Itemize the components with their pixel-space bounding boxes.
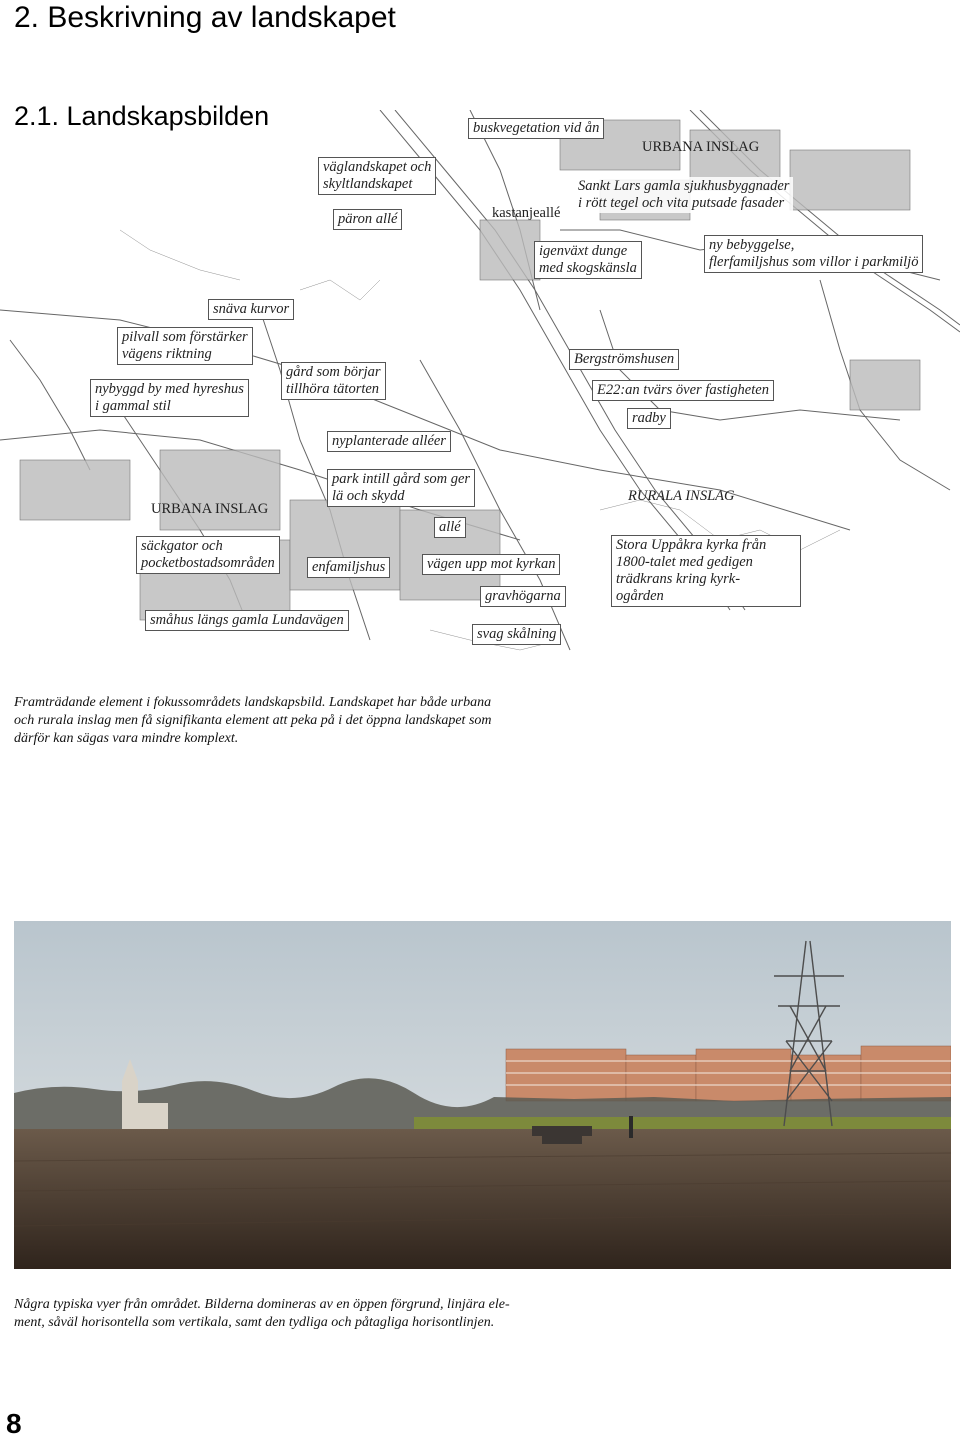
label-paron-alle: päron allé [333, 209, 403, 230]
page-number: 8 [6, 1408, 22, 1439]
label-alle: allé [434, 517, 466, 538]
farm-machinery [532, 1126, 592, 1144]
section-heading: 2. Beskrivning av landskapet [14, 1, 396, 34]
label-radby: radby [627, 408, 671, 429]
label-snava-kurvor: snäva kurvor [208, 299, 295, 320]
label-kastanjealle: kastanjeallé [492, 205, 561, 221]
label-enfamiljshus: enfamiljshus [307, 557, 391, 578]
person [629, 1116, 633, 1138]
label-urbana-inslag-top: URBANA INSLAG [642, 139, 760, 155]
label-rurala-inslag: RURALA INSLAG [628, 488, 735, 504]
label-bergstromshusen: Bergströmshusen [569, 349, 680, 370]
label-smahus: småhus längs gamla Lundavägen [145, 610, 349, 631]
map-caption: Framträdande element i fokussområdets la… [14, 695, 492, 746]
landscape-photo [14, 921, 951, 1269]
subsection-heading: 2.1. Landskapsbilden [14, 101, 270, 131]
label-nyplanterade-alleer: nyplanterade alléer [327, 431, 451, 452]
label-e22: E22:an tvärs över fastigheten [592, 380, 774, 401]
label-svag-skalning: svag skålning [472, 624, 562, 645]
label-buskvegetation: buskvegetation vid ån [468, 118, 605, 139]
label-gravhogarna: gravhögarna [480, 586, 566, 607]
ploughed-field [14, 1129, 951, 1269]
church [122, 1059, 168, 1131]
label-ny-bebyggelse: ny bebyggelse,flerfamiljshus som villor … [704, 235, 924, 273]
label-urbana-inslag-left: URBANA INSLAG [151, 501, 269, 517]
photo-caption: Några typiska vyer från området. Bildern… [14, 1297, 510, 1330]
label-vagen-upp: vägen upp mot kyrkan [422, 554, 561, 575]
power-pylon [774, 940, 844, 1127]
